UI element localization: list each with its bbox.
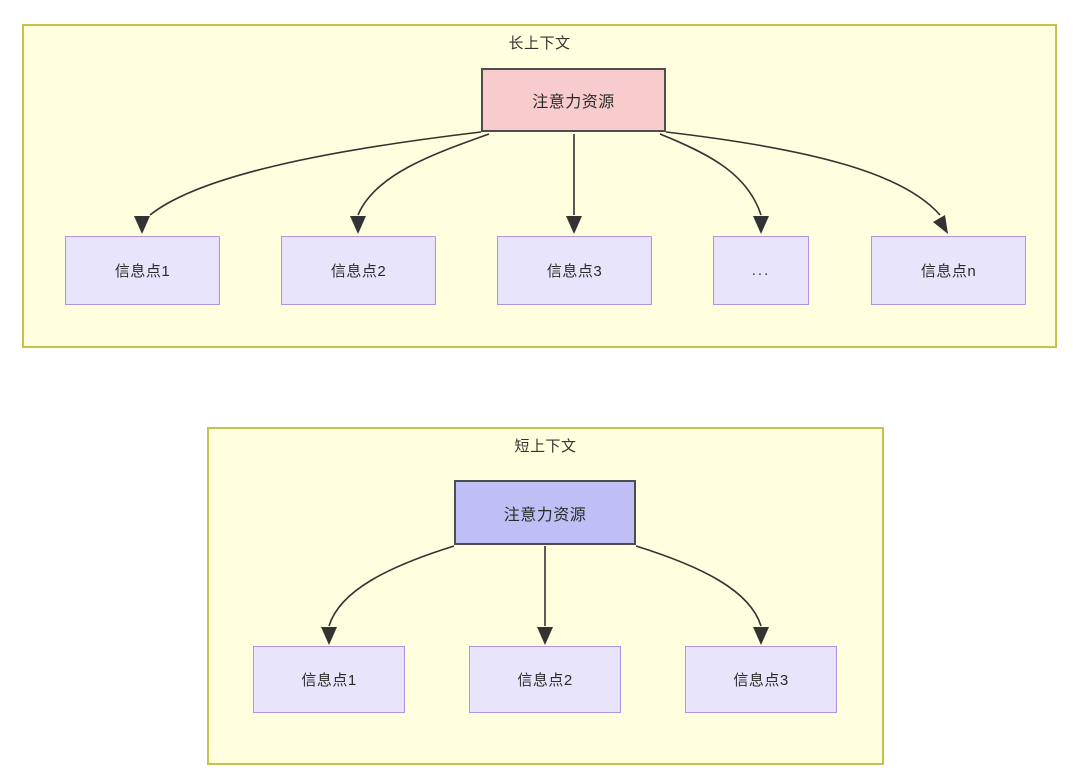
- node-label: 信息点2: [330, 263, 387, 280]
- node-label: 信息点1: [301, 672, 357, 689]
- group-short-context-title: 短上下文: [514, 438, 577, 455]
- node-info-point-3-short[interactable]: 信息点3: [685, 646, 837, 713]
- group-short-context: 短上下文: [207, 427, 884, 765]
- node-label: 信息点n: [920, 263, 977, 280]
- node-label: ...: [751, 262, 771, 279]
- group-long-context-title: 长上下文: [508, 35, 571, 52]
- node-info-point-n-long[interactable]: 信息点n: [871, 236, 1026, 305]
- node-attention-resource-long[interactable]: 注意力资源: [481, 68, 666, 132]
- node-label: 信息点1: [114, 263, 171, 280]
- node-info-point-3-long[interactable]: 信息点3: [497, 236, 652, 305]
- node-info-point-1-short[interactable]: 信息点1: [253, 646, 405, 713]
- node-label: 信息点2: [517, 672, 573, 689]
- node-attention-resource-short[interactable]: 注意力资源: [454, 480, 636, 545]
- node-info-point-2-short[interactable]: 信息点2: [469, 646, 621, 713]
- node-label: 注意力资源: [503, 506, 587, 524]
- node-info-point-1-long[interactable]: 信息点1: [65, 236, 220, 305]
- node-label: 注意力资源: [532, 94, 615, 111]
- node-info-point-ellipsis-long[interactable]: ...: [713, 236, 809, 305]
- node-label: 信息点3: [733, 672, 789, 689]
- node-label: 信息点3: [546, 263, 603, 280]
- node-info-point-2-long[interactable]: 信息点2: [281, 236, 436, 305]
